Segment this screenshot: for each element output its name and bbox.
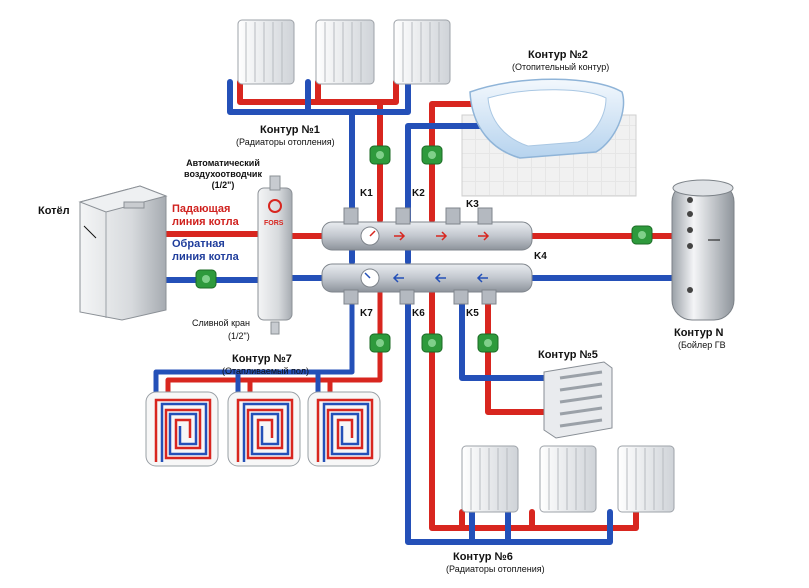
supply-line-label-2: линия котла bbox=[172, 216, 239, 228]
boiler-label: Котёл bbox=[38, 205, 70, 217]
circuit6-pipes bbox=[405, 289, 639, 545]
circuitN-subtitle: (Бойлер ГВ bbox=[678, 340, 726, 350]
circuit2-title: Контур №2 bbox=[528, 49, 588, 61]
gas-boiler bbox=[78, 185, 168, 321]
pump-kN bbox=[631, 225, 653, 245]
circuit-k7: K7 bbox=[360, 308, 373, 319]
circuit2-subtitle: (Отопительный контур) bbox=[512, 62, 610, 72]
circuit5-title: Контур №5 bbox=[538, 349, 598, 361]
air-vent-label-2: воздухоотводчик bbox=[184, 169, 262, 179]
air-vent-label-1: Автоматический bbox=[186, 158, 260, 168]
return-line-label-2: линия котла bbox=[172, 251, 239, 263]
circuit5-pipes bbox=[459, 289, 551, 415]
radiator-top-2 bbox=[315, 19, 375, 85]
pump-k2 bbox=[421, 145, 443, 165]
circuit6-subtitle: (Радиаторы отопления) bbox=[446, 564, 545, 574]
hot-water-tank bbox=[671, 179, 735, 321]
pump-k5 bbox=[477, 333, 499, 353]
fan-heater bbox=[543, 361, 613, 439]
return-manifold bbox=[321, 263, 533, 305]
floor-loop-2 bbox=[227, 391, 301, 467]
floor-loop-3 bbox=[307, 391, 381, 467]
circuit-k2: K2 bbox=[412, 188, 425, 199]
return-line-label-1: Обратная bbox=[172, 238, 225, 250]
circuit1-pipes bbox=[227, 79, 411, 265]
radiator-bottom-3 bbox=[617, 445, 675, 513]
radiator-bottom-2 bbox=[539, 445, 597, 513]
circuit7-subtitle: (Отапливаемый пол) bbox=[222, 366, 309, 376]
radiator-top-1 bbox=[237, 19, 295, 85]
supply-manifold bbox=[321, 207, 533, 251]
boiler-pointer bbox=[83, 225, 97, 239]
floor-loop-1 bbox=[145, 391, 219, 467]
radiator-bottom-1 bbox=[461, 445, 519, 513]
circuit1-title: Контур №1 bbox=[260, 124, 320, 136]
circuit-k4: K4 bbox=[534, 251, 547, 262]
pump-k7 bbox=[369, 333, 391, 353]
pump-k6 bbox=[421, 333, 443, 353]
brand-logo: FORS bbox=[264, 220, 284, 227]
pump-boiler bbox=[195, 269, 217, 289]
circuit7-pipes bbox=[153, 289, 383, 395]
drain-valve-label-1: Сливной кран bbox=[192, 318, 250, 328]
circuit-k1: K1 bbox=[360, 188, 373, 199]
circuit7-title: Контур №7 bbox=[232, 353, 292, 365]
circuitN-title: Контур N bbox=[674, 327, 724, 339]
hydraulic-separator bbox=[257, 175, 293, 335]
circuit1-subtitle: (Радиаторы отопления) bbox=[236, 137, 335, 147]
circuit-k3: K3 bbox=[466, 199, 479, 210]
circuit-k6: K6 bbox=[412, 308, 425, 319]
circuit6-title: Контур №6 bbox=[453, 551, 513, 563]
radiator-top-3 bbox=[393, 19, 451, 85]
supply-line-label-1: Падающая bbox=[172, 203, 231, 215]
bathtub bbox=[469, 78, 625, 159]
drain-valve-label-2: (1/2") bbox=[228, 331, 250, 341]
pump-k1 bbox=[369, 145, 391, 165]
circuit-k5: K5 bbox=[466, 308, 479, 319]
air-vent-label-3: (1/2") bbox=[211, 180, 235, 190]
